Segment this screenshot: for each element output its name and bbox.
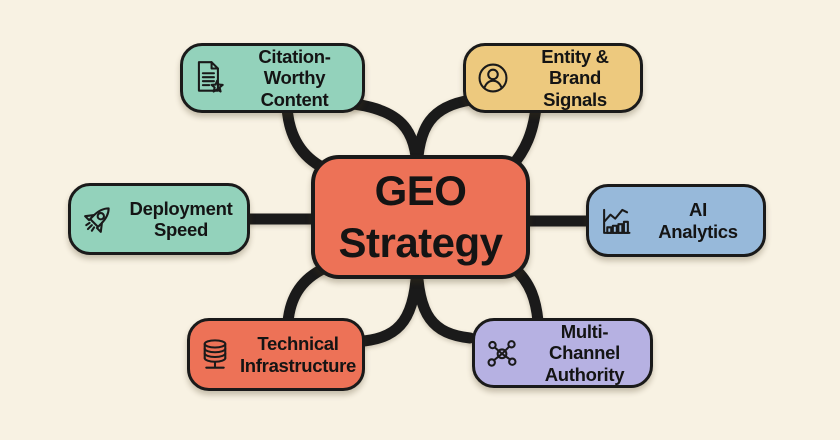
center-title-line1: GEO bbox=[374, 166, 467, 214]
node-label-line1: Citation-Worthy bbox=[258, 45, 331, 89]
node-label-line2: Infrastructure bbox=[239, 354, 357, 376]
connector-bottom-left-corner bbox=[282, 262, 331, 328]
node-label-line2: Analytics bbox=[658, 220, 738, 242]
node-label: Deployment Speed bbox=[123, 198, 239, 241]
node-deployment-speed: Deployment Speed bbox=[68, 183, 250, 255]
user-circle-icon bbox=[478, 63, 508, 93]
node-label-line1: Deployment bbox=[129, 197, 233, 219]
network-icon bbox=[487, 340, 517, 367]
node-technical-infrastructure: Technical Infrastructure bbox=[187, 318, 365, 391]
node-ai-analytics: AI Analytics bbox=[586, 184, 766, 257]
node-label-line2: Brand Signals bbox=[543, 67, 607, 110]
database-icon bbox=[203, 338, 227, 369]
node-geo-strategy: GEO Strategy bbox=[311, 155, 530, 279]
node-label-line2: Content bbox=[260, 88, 329, 110]
node-label: Citation-Worthy Content bbox=[235, 46, 354, 110]
node-label: Multi-Channel Authority bbox=[527, 321, 642, 385]
center-title: GEO Strategy bbox=[323, 165, 518, 270]
node-label-line1: Entity & bbox=[541, 45, 609, 67]
chart-icon bbox=[603, 208, 631, 234]
node-label-line2: Speed bbox=[153, 219, 209, 240]
node-label-line2: Authority bbox=[544, 363, 625, 385]
center-title-line2: Strategy bbox=[338, 219, 503, 266]
node-label-line1: Multi-Channel bbox=[549, 320, 620, 364]
node-entity-brand-signals: Entity & Brand Signals bbox=[463, 43, 643, 113]
connector-bottom-right-corner bbox=[508, 262, 544, 327]
node-label: Entity & Brand Signals bbox=[518, 46, 632, 110]
node-label-line1: Technical bbox=[257, 333, 339, 355]
document-star-icon bbox=[197, 61, 224, 93]
node-label: Technical Infrastructure bbox=[240, 333, 356, 376]
node-label: AI Analytics bbox=[641, 199, 755, 242]
node-citation-worthy-content: Citation-Worthy Content bbox=[180, 43, 365, 113]
node-multi-channel-authority: Multi-Channel Authority bbox=[472, 318, 653, 388]
rocket-icon bbox=[84, 207, 110, 233]
node-label-line1: AI bbox=[689, 199, 707, 221]
